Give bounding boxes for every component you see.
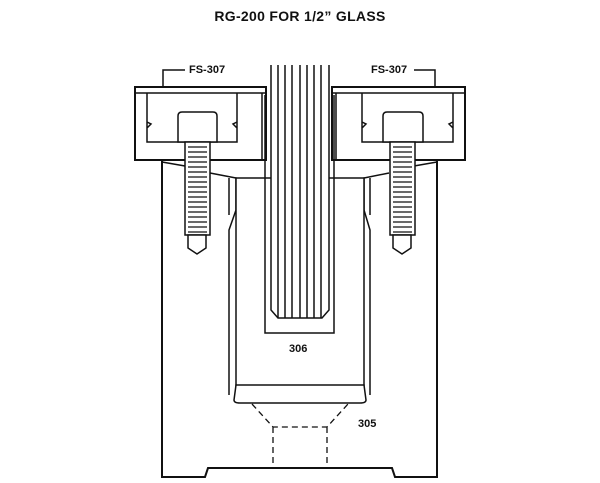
label-fs307-right: FS-307: [371, 64, 408, 76]
leader-line-right: [414, 69, 436, 87]
label-305: 305: [358, 418, 377, 430]
base-channel-305: [161, 160, 438, 478]
insert-flange: [233, 384, 367, 404]
label-306: 306: [289, 343, 308, 355]
diagram-title: RG-200 FOR 1/2” GLASS: [214, 8, 386, 24]
glass-pocket: [264, 95, 335, 334]
bolt-threads: [188, 146, 412, 233]
label-fs307-left: FS-307: [189, 64, 226, 76]
leader-line-left: [162, 69, 185, 87]
hidden-cutout-dashed: [251, 403, 349, 468]
glass-panel: [270, 65, 330, 319]
